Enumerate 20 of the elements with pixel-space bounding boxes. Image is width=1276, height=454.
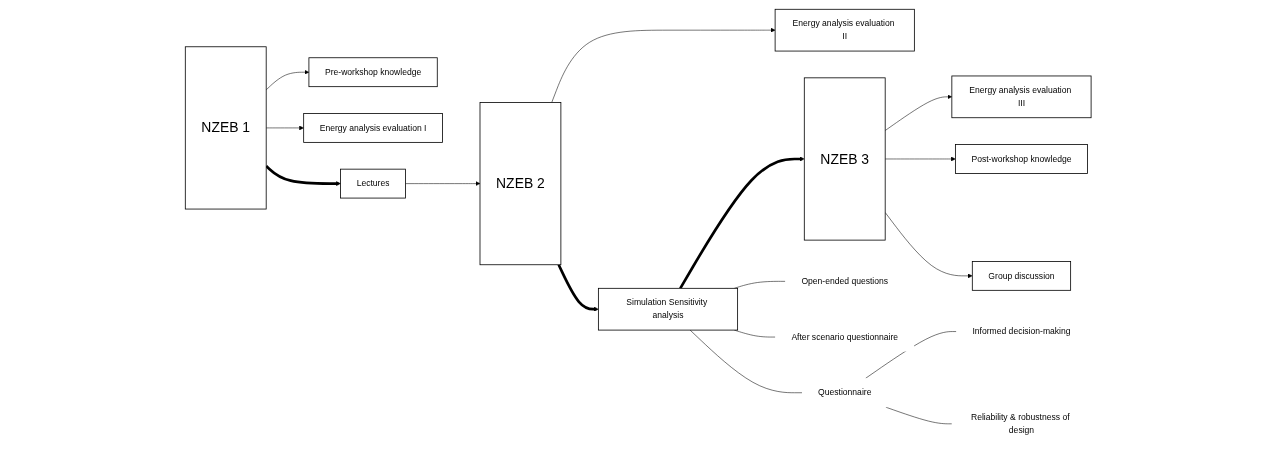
node-text: Reliability & robustness of design — [970, 412, 1070, 435]
connector — [689, 329, 803, 393]
node-box: Lectures — [340, 168, 406, 199]
node-box: NZEB 1 — [184, 46, 267, 210]
node-box: Simulation Sensitivity analysis — [597, 287, 738, 331]
node-box: Pre-workshop knowledge — [308, 57, 438, 88]
node-box: Energy analysis evaluation III — [951, 75, 1092, 119]
node-box: NZEB 3 — [803, 77, 886, 241]
arrow — [678, 156, 805, 289]
node-box: Post-workshop knowledge — [954, 144, 1088, 174]
node-box: Group discussion — [971, 261, 1071, 291]
node-text: After scenario questionnaire — [791, 332, 898, 342]
arrow — [265, 165, 341, 186]
node-text: Questionnaire — [817, 387, 872, 398]
node-box: NZEB 2 — [479, 102, 562, 266]
arrow — [557, 264, 599, 312]
node-text: Informed decision-making — [972, 326, 1071, 336]
node-box: Energy analysis evaluation I — [303, 113, 443, 143]
node-text: Open-ended questions — [801, 276, 888, 286]
node-box: Energy analysis evaluation II — [774, 8, 915, 52]
